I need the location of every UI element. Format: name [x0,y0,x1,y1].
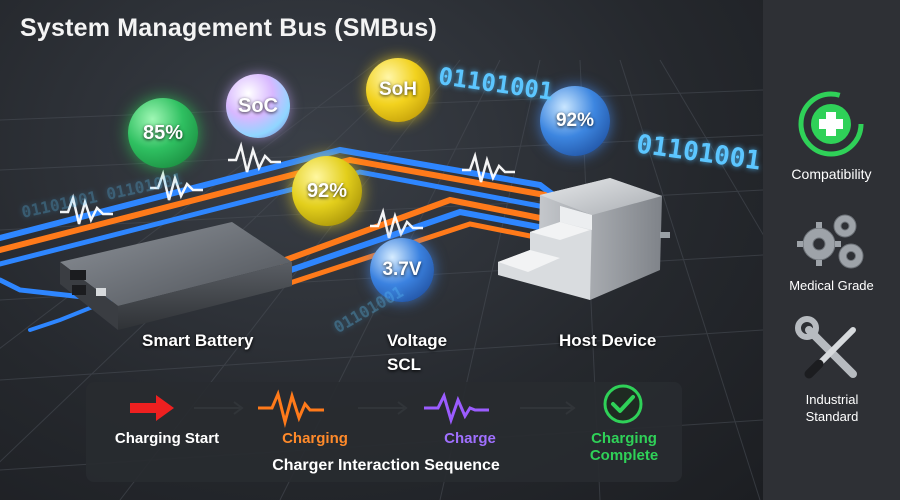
bubble-soh: SoH [366,58,430,122]
wrench-screwdriver-icon [795,316,857,379]
sequence-icons [130,384,643,428]
charger-sequence-panel: Charging Start Charging Charge Charging … [86,382,682,482]
sequence-step-charging: Charging [282,430,348,447]
sequence-title: Charger Interaction Sequence [272,457,500,474]
orange-waveform-icon [258,389,324,428]
red-arrow-icon [130,395,174,421]
label-scl: SCL [387,355,421,374]
sidebar-label-industrial-standard: Industrial Standard [805,392,859,424]
bubble-85-percent: 85% [128,98,198,168]
purple-waveform-icon [424,391,489,425]
label-smart-battery: Smart Battery [142,331,254,350]
bubble-soc: SoC [226,74,290,138]
medical-cross-icon [798,91,864,157]
bubble-92-percent-right: 92% [540,86,610,156]
page-title: System Management Bus (SMBus) [20,14,437,42]
label-host-device: Host Device [559,331,657,350]
sidebar-icons [795,91,864,379]
gears-icon [797,214,864,269]
bubble-voltage-3-7v: 3.7V [370,238,434,302]
label-voltage: Voltage [387,331,448,350]
diagram-scene: System Management Bus (SMBus) 85% SoC So… [0,0,763,500]
sidebar-label-compatibility: Compatibility [791,166,872,182]
features-sidebar: Compatibility Medical Grade Industrial S… [763,0,900,500]
bubble-92-percent-center: 92% [292,156,362,226]
sequence-step-charging-start: Charging Start [114,430,220,447]
sequence-step-charge: Charge [444,430,496,447]
sequence-step-charging-complete: Charging Complete [589,430,659,464]
sidebar-label-medical-grade: Medical Grade [789,278,874,293]
smart-battery-device [60,222,292,330]
signal-waves [60,141,515,239]
green-check-icon [603,384,643,424]
host-device [498,178,670,300]
